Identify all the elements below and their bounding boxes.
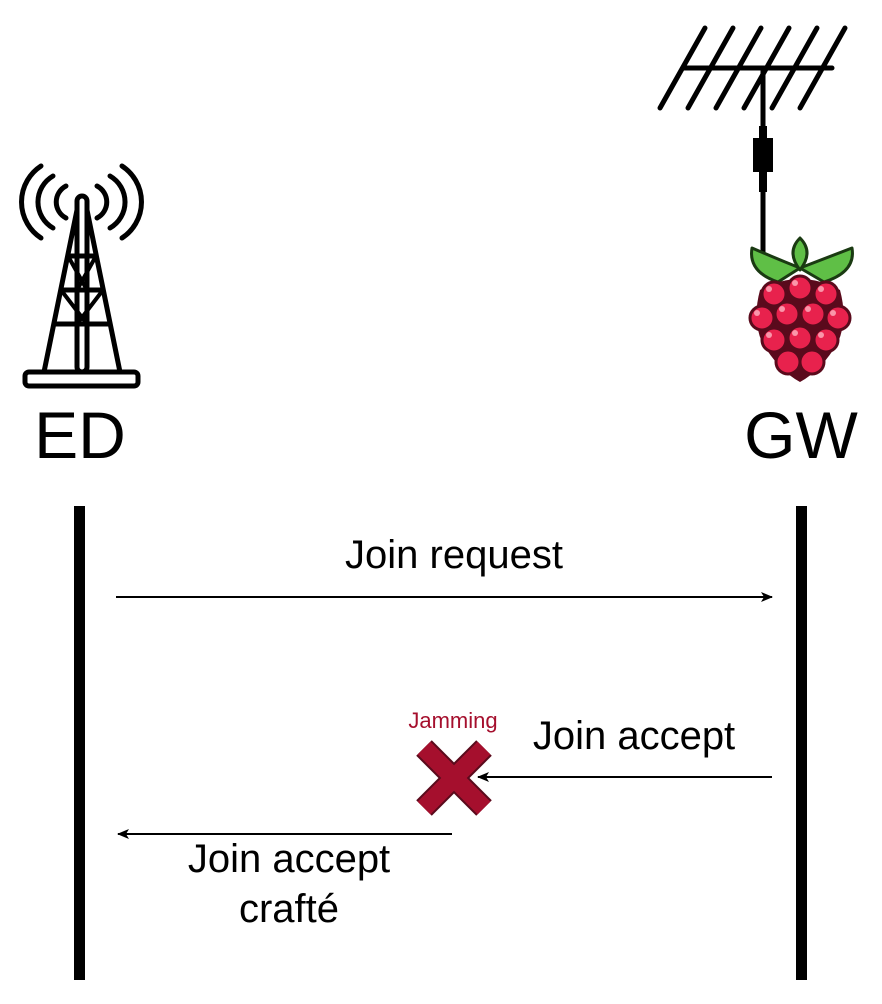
raspberry-pi-antenna-icon	[657, 25, 854, 382]
jamming-label: Jamming	[408, 708, 497, 733]
cross-icon	[416, 740, 492, 816]
gw-label: GW	[744, 398, 858, 472]
join-accept-label: Join accept	[533, 714, 735, 758]
ed-lifeline	[74, 506, 85, 980]
join-request-label: Join request	[345, 533, 563, 577]
ed-label: ED	[34, 398, 126, 472]
crafted-accept-label-line1: Join accept	[188, 837, 390, 881]
gw-lifeline	[796, 506, 807, 980]
radio-tower-icon	[19, 163, 144, 389]
crafted-accept-label-line2: crafté	[239, 887, 339, 931]
